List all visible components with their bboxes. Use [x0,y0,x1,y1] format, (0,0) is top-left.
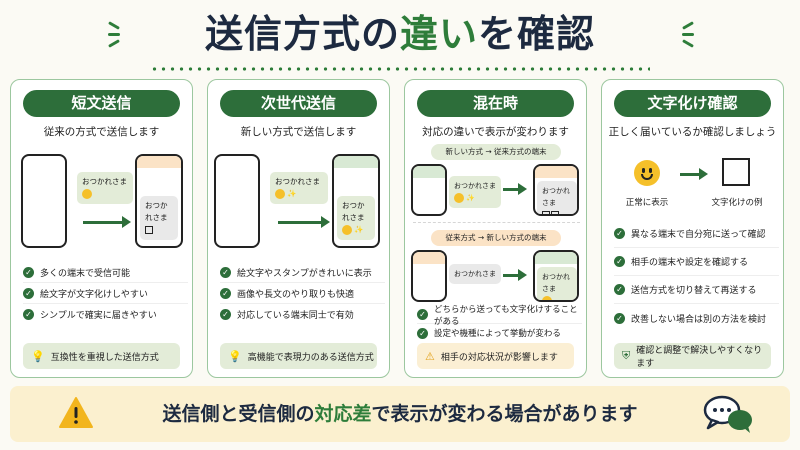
panel-head: 文字化け確認 [614,90,771,117]
warning-icon: ⚠ [425,349,435,363]
shield-check-icon: ⛨ [622,349,631,362]
smile-emoji-icon [275,189,285,199]
check-icon: ✓ [23,309,34,320]
check-icon: ✓ [417,309,428,320]
panel-next-gen: 次世代送信 新しい方式で送信します おつかれさま ✨ おつかれさま ✨ ✓絵文字… [207,79,390,378]
smile-emoji-icon [634,160,660,186]
panel-head: 混在時 [417,90,574,117]
check-icon: ✓ [23,266,34,278]
check-icon: ✓ [614,312,625,324]
dotted-divider [150,67,650,71]
panel-note: ⛨確認と調整で解決しやすくなります [614,343,771,369]
chat-bubbles-icon [703,395,752,433]
sparkle-icon: ✨ [287,189,297,198]
warning-icon [59,397,93,428]
arrow-icon [503,269,527,281]
sender-phone [214,154,260,248]
arrow-icon [503,183,527,195]
panel-mixed: 混在時 対応の違いで表示が変わります 新しい方式 → 従来方式の端末 おつかれさ… [404,79,587,378]
panel-note: ⚠相手の対応状況が影響します [417,343,574,369]
panel-subtitle: 新しい方式で送信します [240,126,357,138]
feature-list: ✓絵文字やスタンプがきれいに表示 ✓画像や長文のやり取りも快適 ✓対応している端… [220,262,385,325]
bottom-banner: 送信側と受信側の対応差で表示が変わる場合があります [10,386,790,442]
list-item: ✓画像や長文のやり取りも快適 [220,283,385,304]
scenario-tag: 従来方式 → 新しい方式の端末 [431,230,561,246]
garbled-box-icon [551,211,559,214]
panel-note: 💡高機能で表現力のある送信方式 [220,343,377,369]
divider [413,222,580,223]
feature-list: ✓どちらから送っても文字化けすることがある ✓設定や機種によって挙動が変わる [417,305,582,342]
smile-emoji-icon [342,225,352,235]
list-item: ✓どちらから送っても文字化けすることがある [417,305,582,327]
list-item: ✓設定や機種によって挙動が変わる [417,324,582,342]
sparkle-left-icon [108,21,120,51]
received-bubble: おつかれさま [537,267,577,300]
banner-message: 送信側と受信側の対応差で表示が変わる場合があります [162,403,638,425]
list-item: ✓相手の端末や設定を確認する [614,248,779,276]
panel-subtitle: 対応の違いで表示が変わります [422,126,569,138]
lightbulb-icon: 💡 [31,349,45,363]
smile-emoji-icon [82,189,92,199]
sent-bubble: おつかれさま ✨ [449,176,501,208]
garbled-box-icon [145,226,153,234]
receiver-phone: おつかれさま [135,154,183,248]
list-item: ✓改善しない場合は別の方法を検討 [614,304,779,332]
list-item: ✓多くの端末で受信可能 [23,262,188,283]
panel-head: 短文送信 [23,90,180,117]
arrow-icon [680,168,708,180]
sent-bubble: おつかれさま ✨ [270,172,328,204]
receiver-phone: おつかれさま [533,164,579,216]
feature-list: ✓多くの端末で受信可能 ✓絵文字が文字化けしやすい ✓シンプルで確実に届きやすい [23,262,188,325]
panel-garble-check: 文字化け確認 正しく届いているか確認しましょう 正常に表示 文字化けの例 ✓異な… [601,79,784,378]
received-bubble: おつかれさま [140,196,178,240]
page-title: 送信方式の違いを確認 [204,12,596,56]
check-icon: ✓ [417,327,428,339]
check-icon: ✓ [614,284,625,295]
receiver-phone: おつかれさま ✨ [332,154,380,248]
list-item: ✓対応している端末同士で有効 [220,304,385,325]
sparkle-icon: ✨ [466,194,475,202]
sparkle-right-icon [682,21,694,51]
sent-bubble: おつかれさま [77,172,133,204]
panel-subtitle: 従来の方式で送信します [43,126,160,138]
list-item: ✓絵文字が文字化けしやすい [23,283,188,304]
panel-subtitle: 正しく届いているか確認しましょう [608,126,777,138]
panel-head: 次世代送信 [220,90,377,117]
receiver-phone: おつかれさま [533,250,579,302]
check-icon: ✓ [220,287,231,299]
garbled-box-icon [542,211,550,214]
check-icon: ✓ [614,256,625,267]
sent-bubble: おつかれさま [449,264,501,284]
sender-phone [411,250,447,302]
panel-note: 💡互換性を重視した送信方式 [23,343,180,369]
sender-phone [411,164,447,216]
label-normal: 正常に表示 [625,198,669,208]
list-item: ✓シンプルで確実に届きやすい [23,304,188,325]
list-item: ✓送信方式を切り替えて再送する [614,276,779,304]
arrow-icon [278,216,330,228]
title-area: 送信方式の違いを確認 [0,6,800,66]
received-bubble: おつかれさま [537,181,577,214]
check-icon: ✓ [220,266,231,278]
smile-emoji-icon [542,296,552,300]
list-item: ✓異なる端末で自分宛に送って確認 [614,220,779,248]
sparkle-icon: ✨ [354,225,364,234]
label-garbled: 文字化けの例 [711,198,763,208]
check-icon: ✓ [614,228,625,239]
check-icon: ✓ [220,309,231,320]
arrow-icon [83,216,131,228]
smile-emoji-icon [454,193,464,203]
scenario-tag: 新しい方式 → 従来方式の端末 [431,144,561,160]
sender-phone [21,154,67,248]
garbled-box-icon [722,158,750,186]
panel-short-message: 短文送信 従来の方式で送信します おつかれさま おつかれさま ✓多くの端末で受信… [10,79,193,378]
lightbulb-icon: 💡 [228,349,242,363]
feature-list: ✓異なる端末で自分宛に送って確認 ✓相手の端末や設定を確認する ✓送信方式を切り… [614,220,779,332]
check-icon: ✓ [23,287,34,299]
list-item: ✓絵文字やスタンプがきれいに表示 [220,262,385,283]
received-bubble: おつかれさま ✨ [337,196,375,240]
